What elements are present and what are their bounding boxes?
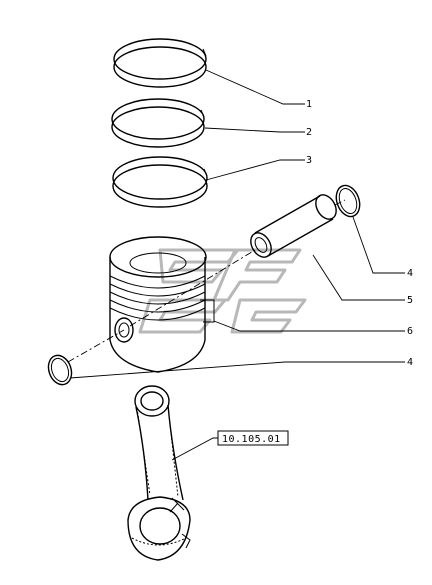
piston-ring-2 [111,98,205,148]
circlip-lower [47,354,73,386]
assembly-axis-line [67,199,346,363]
callout-2: 2 [306,127,312,138]
circlip-upper [335,184,361,218]
callout-numbers: 1 2 3 4 5 6 4 [306,99,413,368]
callout-4-lower: 4 [407,357,413,368]
callout-3: 3 [306,155,312,166]
callout-4-upper: 4 [407,268,413,279]
callout-6: 6 [407,326,413,337]
callout-1: 1 [306,99,312,110]
leader-lines [69,69,405,461]
callout-5: 5 [407,295,413,306]
reference-label: 10.105.01 [222,434,281,445]
piston-ring-3 [112,156,208,208]
piston-pin [250,194,337,258]
connecting-rod [127,385,191,561]
reference-box[interactable]: 10.105.01 [217,430,289,446]
piston-ring-1 [113,38,207,88]
piston [109,236,215,373]
